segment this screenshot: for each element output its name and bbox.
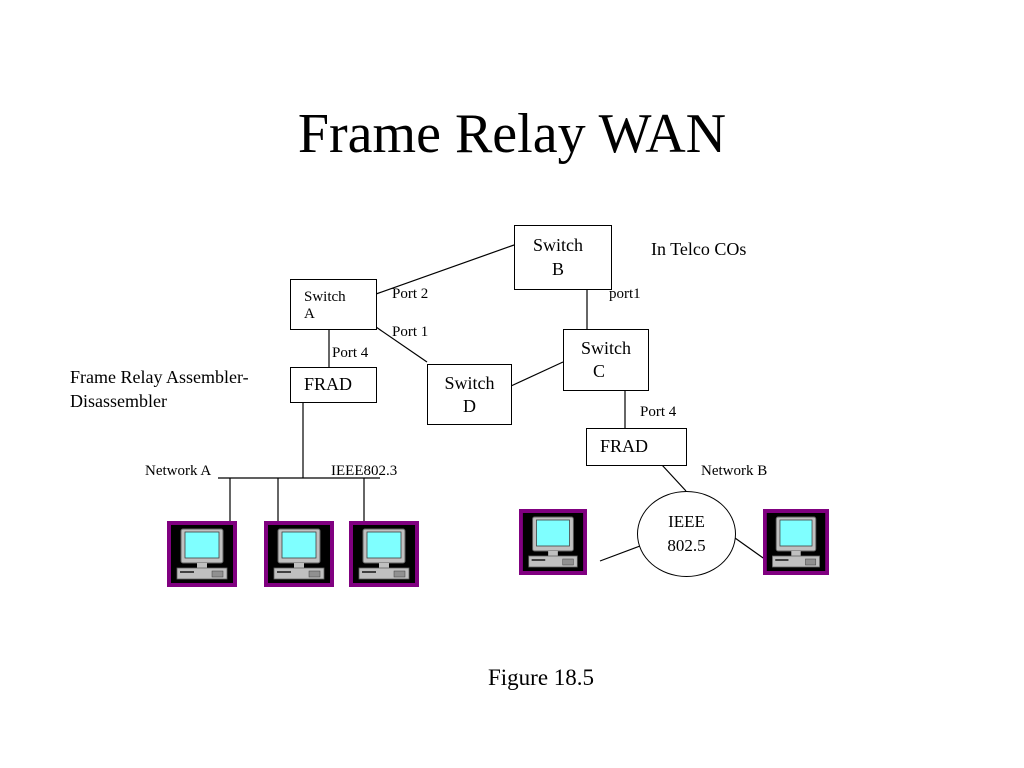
frad-right: FRAD	[586, 428, 687, 466]
token-ring-ieee-802-5: IEEE 802.5	[637, 491, 736, 577]
slide-title: Frame Relay WAN	[297, 103, 727, 165]
computer-icon	[519, 509, 587, 575]
link-ring-pc-4	[599, 545, 641, 562]
switch-c-line1: Switch	[580, 338, 631, 358]
computer-icon	[167, 521, 237, 587]
switch-d: Switch D	[427, 364, 512, 425]
computer-icon	[763, 509, 829, 575]
switch-c-line2: C	[592, 360, 605, 381]
label-frad-definition-line2: Disassembler	[70, 391, 167, 411]
link-frad-right-ring	[661, 464, 687, 492]
switch-c: Switch C	[563, 329, 649, 391]
ring-line1: IEEE	[668, 512, 705, 531]
link-ring-pc-5	[734, 537, 767, 561]
switch-b-line1: Switch	[532, 235, 583, 255]
switch-b: Switch B	[514, 225, 612, 290]
label-port-1-switch-b: port1	[609, 286, 641, 302]
label-port-4-switch-a: Port 4	[332, 345, 369, 361]
label-frad-definition-line1: Frame Relay Assembler-	[70, 367, 249, 387]
label-port-1-switch-a: Port 1	[392, 324, 429, 340]
frad-left: FRAD	[290, 367, 377, 403]
frad-right-label: FRAD	[600, 436, 649, 456]
link-switch-d-switch-c	[510, 361, 564, 387]
computer-icon	[349, 521, 419, 587]
switch-d-line1: Switch	[444, 373, 495, 393]
link-switch-a-switch-b	[375, 244, 515, 295]
frad-left-label: FRAD	[304, 374, 353, 394]
ring-line2: 802.5	[667, 536, 706, 555]
switch-d-line2: D	[463, 395, 476, 416]
link-switch-a-switch-d	[375, 326, 428, 363]
figure-caption: Figure 18.5	[488, 665, 595, 690]
label-port-4-switch-c: Port 4	[640, 404, 677, 420]
label-network-a: Network A	[145, 463, 212, 479]
label-port-2: Port 2	[392, 286, 429, 302]
switch-b-line2: B	[551, 258, 564, 279]
computer-icon	[264, 521, 334, 587]
label-network-b: Network B	[701, 463, 768, 479]
switch-a-line2: A	[304, 306, 315, 323]
label-telco: In Telco COs	[651, 239, 747, 259]
switch-a: Switch A	[290, 279, 377, 330]
label-ieee-802-3: IEEE802.3	[331, 463, 398, 479]
switch-a-line1: Switch	[304, 289, 346, 305]
